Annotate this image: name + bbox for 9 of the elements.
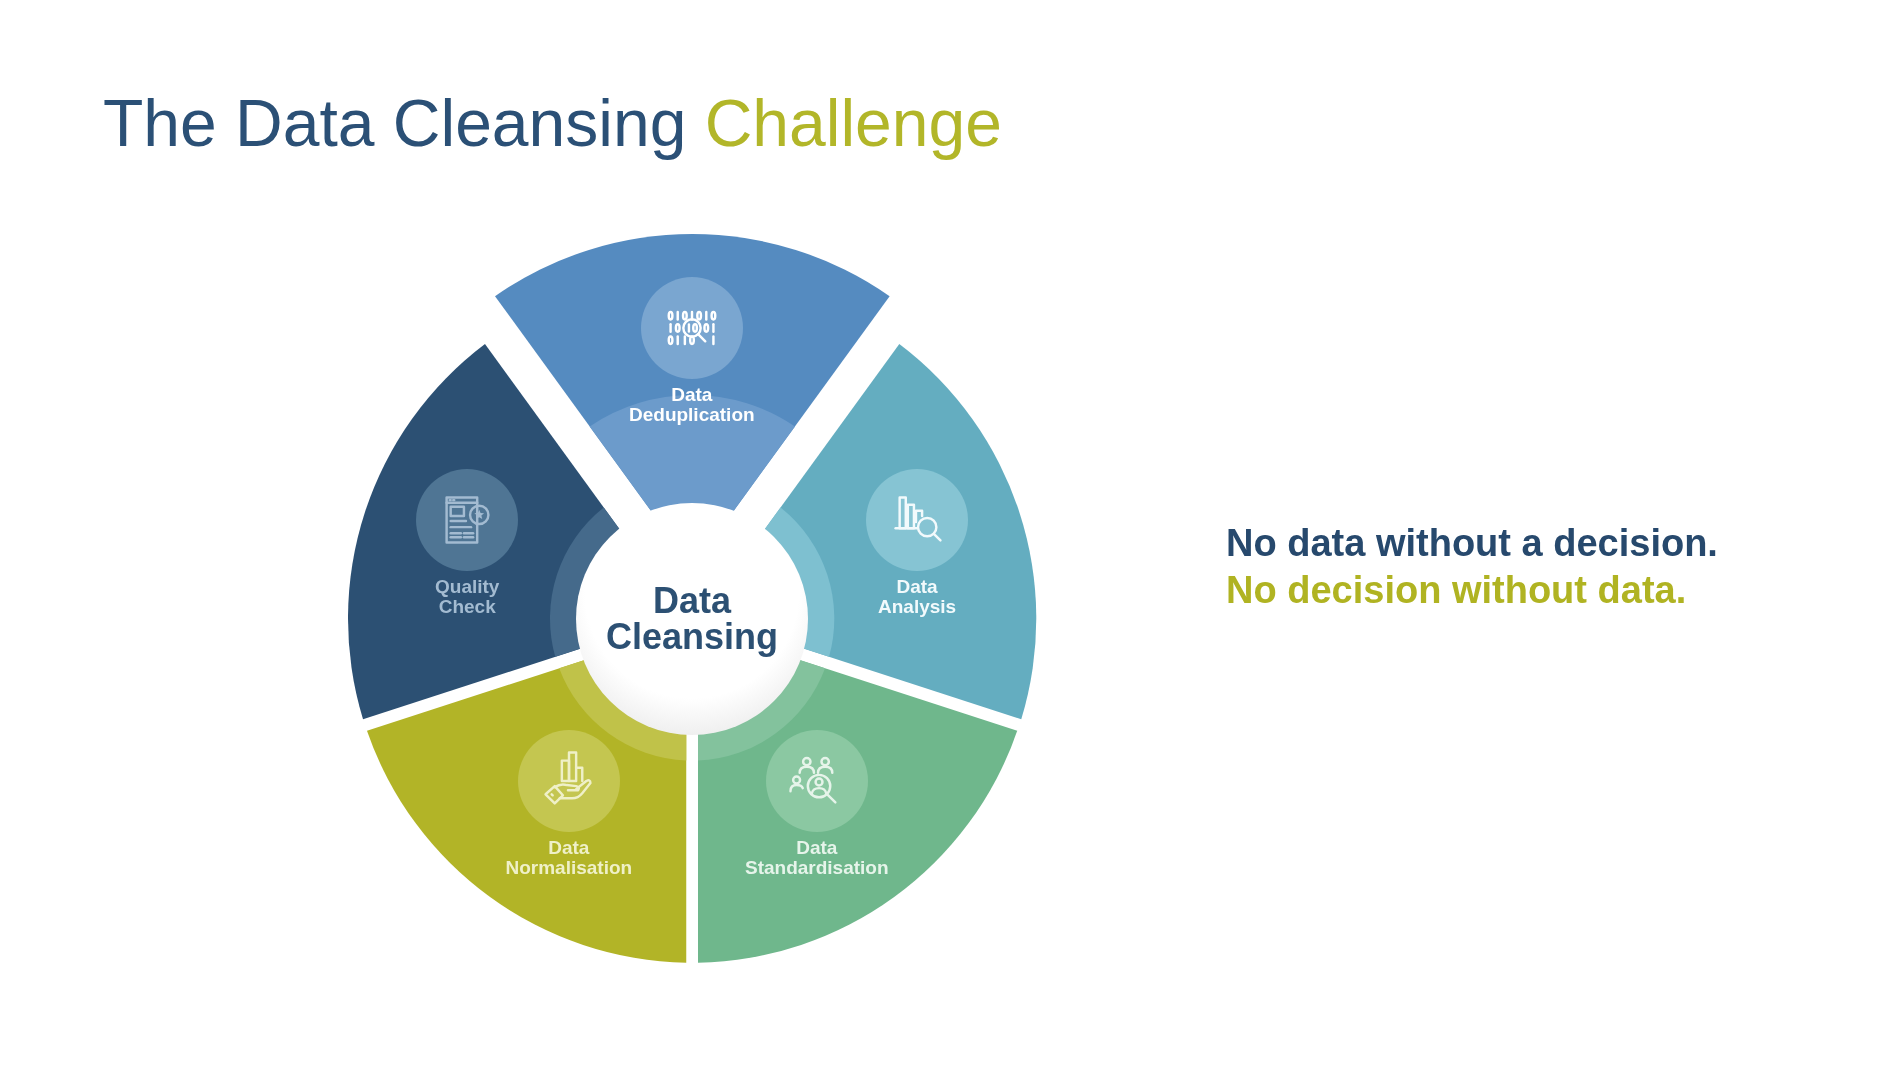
- segment-label: Data Deduplication: [629, 385, 755, 425]
- segment-label: Quality Check: [435, 577, 500, 617]
- tagline: No decision without data.: [1226, 568, 1687, 613]
- segment-label: Data Analysis: [878, 577, 957, 617]
- tagline: No data without a decision.: [1226, 521, 1718, 566]
- segment-label: Data Standardisation: [745, 838, 889, 878]
- segment-label: Data Normalisation: [505, 838, 633, 878]
- page-title: The Data Cleansing Challenge: [103, 86, 1002, 162]
- hub-label: Data Cleansing: [605, 583, 778, 655]
